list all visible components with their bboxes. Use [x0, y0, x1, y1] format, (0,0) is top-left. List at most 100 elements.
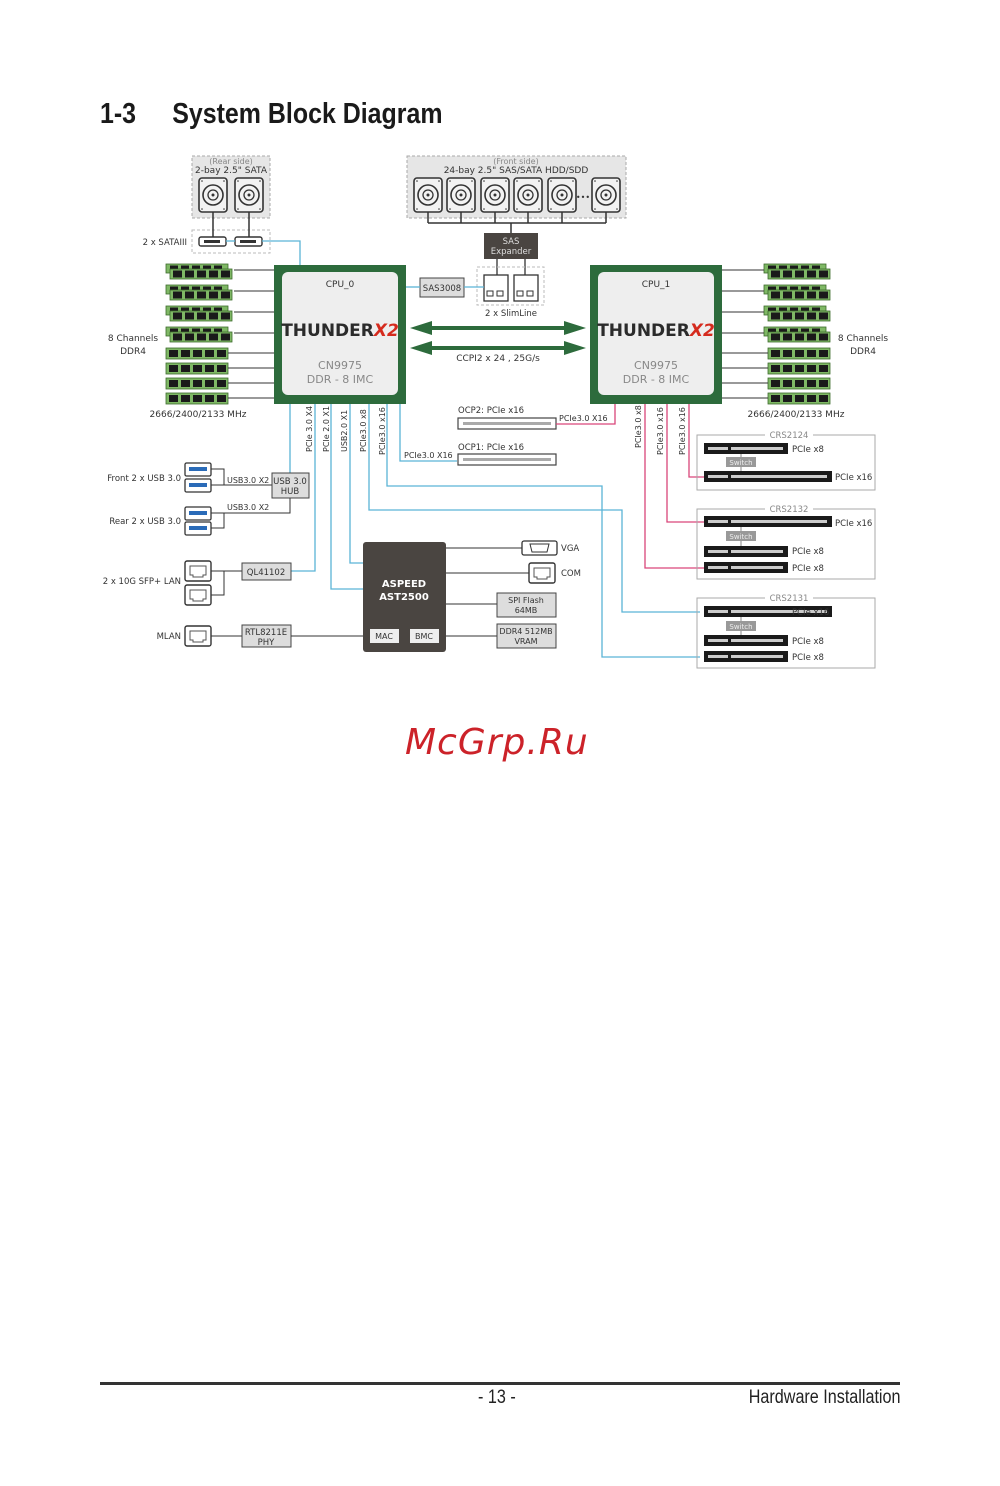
- riser-crs2132: CRS2132 PCIe x16 Switch PCIe x8 PCIe x8: [696, 504, 876, 580]
- svg-text:RTL8211E: RTL8211E: [245, 628, 287, 638]
- dimm-icon: [165, 284, 233, 301]
- riser-crs2131: CRS2131 PCIe x16 Switch PCIe x8 PCIe x8: [696, 593, 876, 669]
- front-drive-bay: (Front side) 24-bay 2.5" SAS/SATA HDD/SD…: [406, 155, 627, 219]
- rear-side-label: (Rear side): [209, 157, 253, 166]
- front-bay-label: 24-bay 2.5" SAS/SATA HDD/SDD: [444, 166, 589, 176]
- svg-text:CN9975: CN9975: [634, 359, 678, 372]
- svg-text:Expander: Expander: [491, 247, 532, 257]
- sas-expander: SAS Expander: [484, 233, 538, 259]
- front-side-label: (Front side): [493, 157, 538, 166]
- ocp1-slot: [457, 453, 557, 466]
- svg-text:PCIe x8: PCIe x8: [792, 637, 824, 647]
- hdd-icon: [480, 177, 510, 213]
- svg-text:HUB: HUB: [281, 487, 300, 497]
- com-port-icon: [528, 562, 556, 584]
- svg-text:Switch: Switch: [729, 623, 752, 631]
- ql41102-chip: QL41102: [241, 562, 292, 581]
- svg-text:CRS2124: CRS2124: [770, 431, 809, 441]
- dimm-icon: [767, 392, 831, 405]
- svg-text:SAS: SAS: [503, 237, 520, 247]
- dimm-icon: [767, 362, 831, 375]
- slimline-label: 2 x SlimLine: [485, 309, 537, 319]
- link-label: PCIe3.0 x16: [656, 407, 665, 455]
- chapter-title: Hardware Installation: [748, 1387, 900, 1408]
- svg-text:DDR - 8 IMC: DDR - 8 IMC: [623, 373, 690, 386]
- right-memory-channels: 8 Channels: [838, 334, 889, 344]
- sata-port-icon: [234, 236, 263, 247]
- vga-connector-icon: [521, 540, 558, 556]
- slimline-connector-icon: [513, 274, 539, 302]
- mlan-label: MLAN: [157, 632, 181, 642]
- sfp-port-icon: [184, 584, 212, 606]
- svg-text:PCIe x16: PCIe x16: [835, 519, 872, 529]
- mac-label: MAC: [375, 632, 393, 641]
- cpu0-block: CPU_0 THUNDERX2 CN9975 DDR - 8 IMC: [274, 265, 406, 404]
- right-memory-speed: 2666/2400/2133 MHz: [748, 410, 845, 420]
- sata-connector-label: 2 x SATAIII: [143, 238, 187, 248]
- ddr4-vram: DDR4 512MB VRAM: [496, 623, 557, 649]
- dimm-icon: [763, 305, 831, 322]
- vga-label: VGA: [561, 544, 579, 554]
- dimm-bank-right: [763, 263, 831, 405]
- ccpi-label: CCPI2 x 24 , 25G/s: [456, 354, 540, 364]
- rtl8211e-phy: RTL8211E PHY: [241, 624, 292, 648]
- bmc-label: BMC: [415, 632, 433, 641]
- usb-rear-link-label: USB3.0 X2: [227, 503, 269, 512]
- left-memory-speed: 2666/2400/2133 MHz: [150, 410, 247, 420]
- usb-port-icon: [184, 521, 212, 536]
- sfp-port-icon: [184, 560, 212, 582]
- dimm-icon: [165, 347, 229, 360]
- front-usb-label: Front 2 x USB 3.0: [107, 474, 181, 484]
- hdd-icon: [446, 177, 476, 213]
- svg-text:PCIe x8: PCIe x8: [792, 653, 824, 663]
- link-label: PCIe3.0 x8: [359, 409, 368, 452]
- ccpi-interconnect-arrows: [410, 321, 586, 355]
- hdd-icon: [198, 177, 228, 213]
- dimm-icon: [165, 263, 233, 280]
- usb-port-icon: [184, 506, 212, 521]
- svg-text:SAS3008: SAS3008: [423, 284, 461, 294]
- system-block-diagram: (Rear side) 2-bay 2.5" SATA 2 x SATAIII …: [103, 155, 889, 669]
- link-label: PCIe 3.0 X4: [305, 406, 314, 452]
- svg-text:VRAM: VRAM: [514, 637, 537, 646]
- svg-text:64MB: 64MB: [515, 606, 538, 615]
- svg-text:CRS2132: CRS2132: [770, 505, 809, 515]
- svg-text:CPU_0: CPU_0: [326, 280, 355, 290]
- svg-text:QL41102: QL41102: [247, 568, 285, 578]
- svg-text:USB 3.0: USB 3.0: [273, 477, 307, 487]
- hdd-icon: [591, 177, 621, 213]
- cpu1-block: CPU_1 THUNDERX2 CN9975 DDR - 8 IMC: [590, 265, 722, 404]
- sas3008-controller: SAS3008: [419, 277, 465, 298]
- link-label: PCIe3.0 x8: [634, 405, 643, 448]
- dimm-icon: [165, 362, 229, 375]
- watermark: McGrp.Ru: [405, 722, 589, 763]
- mlan-port-icon: [184, 625, 212, 647]
- lan-label: 2 x 10G SFP+ LAN: [103, 577, 181, 587]
- dimm-icon: [767, 377, 831, 390]
- rear-drive-bay: (Rear side) 2-bay 2.5" SATA: [191, 155, 271, 219]
- svg-text:PCIe x8: PCIe x8: [792, 564, 824, 574]
- ocp2-link-label: PCIe3.0 X16: [559, 414, 608, 423]
- link-label: USB2.0 X1: [340, 410, 349, 452]
- svg-text:CN9975: CN9975: [318, 359, 362, 372]
- usb-port-icon: [184, 462, 212, 477]
- svg-text:SPI Flash: SPI Flash: [508, 596, 544, 605]
- more-drives-ellipsis: •••: [576, 193, 590, 202]
- rear-bay-label: 2-bay 2.5" SATA: [195, 166, 268, 176]
- dimm-bank-left: [165, 263, 233, 405]
- sata-port-icon: [198, 236, 227, 247]
- dimm-icon: [165, 326, 233, 343]
- usb-hub: USB 3.0 HUB: [271, 472, 310, 499]
- dimm-icon: [165, 377, 229, 390]
- footer-divider: [100, 1382, 900, 1385]
- usb-port-icon: [184, 478, 212, 493]
- cpu1-links: [556, 404, 705, 569]
- svg-text:AST2500: AST2500: [379, 592, 429, 603]
- link-label: PCIe 2.0 X1: [322, 406, 331, 452]
- thunderx2-logo: THUNDERX2: [281, 321, 399, 341]
- dimm-icon: [767, 347, 831, 360]
- svg-text:CPU_1: CPU_1: [642, 280, 671, 290]
- svg-text:PCIe x8: PCIe x8: [792, 445, 824, 455]
- usb-front-link-label: USB3.0 X2: [227, 476, 269, 485]
